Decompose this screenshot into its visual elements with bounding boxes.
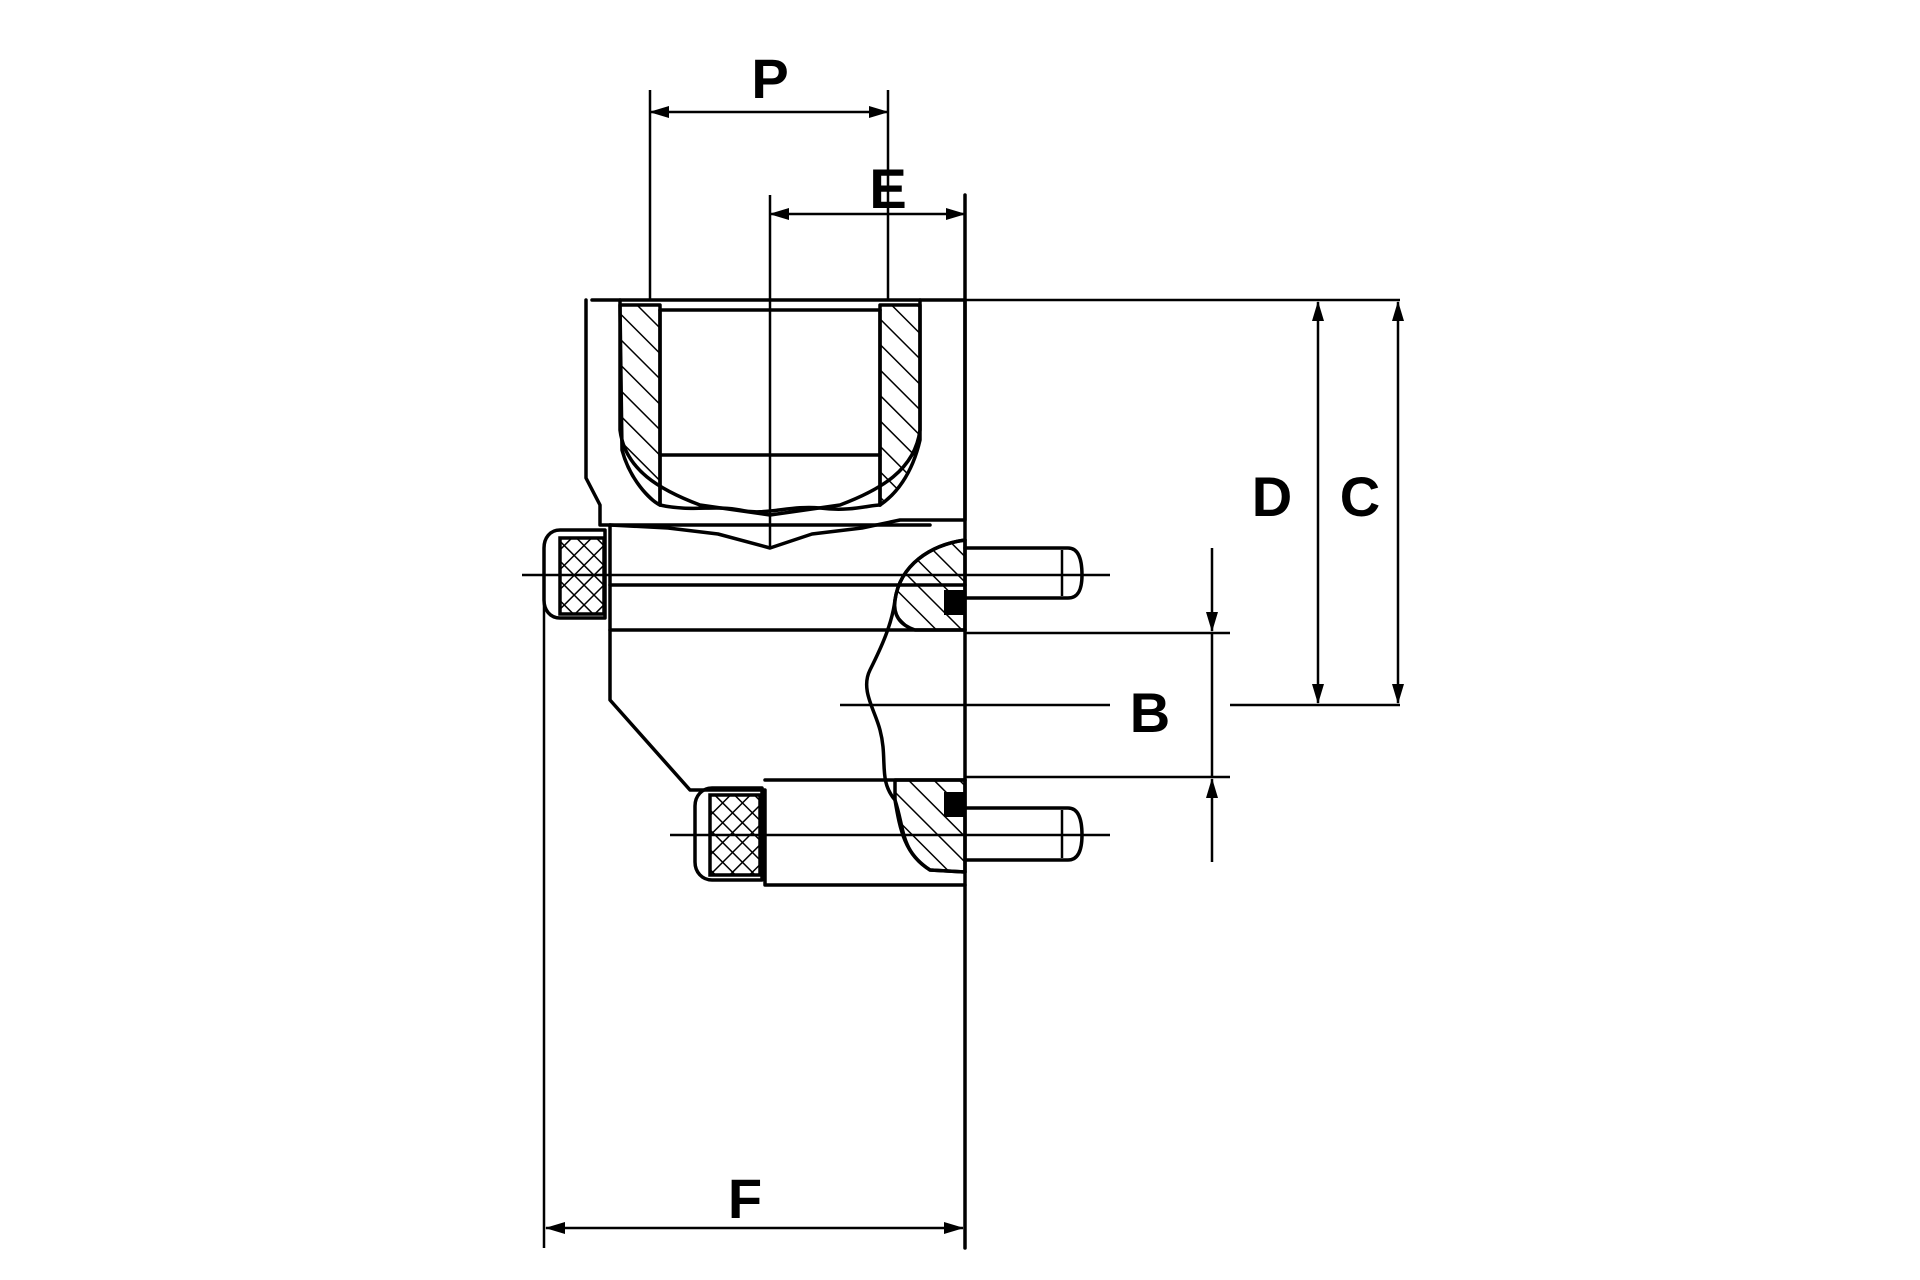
bolt-upper [963,546,1084,600]
section-upper [892,538,967,632]
yoke-body [584,193,967,1250]
dimension-f [542,600,964,1248]
label-e: E [869,157,906,220]
label-f: F [728,1167,762,1230]
dimension-p [648,90,890,300]
label-d: D [1252,465,1292,528]
label-c: C [1340,465,1380,528]
label-b: B [1130,681,1170,744]
label-p: P [751,47,788,110]
bore-wall-left [618,303,662,507]
bore-wall-right [878,303,922,507]
dimension-b [965,548,1230,862]
